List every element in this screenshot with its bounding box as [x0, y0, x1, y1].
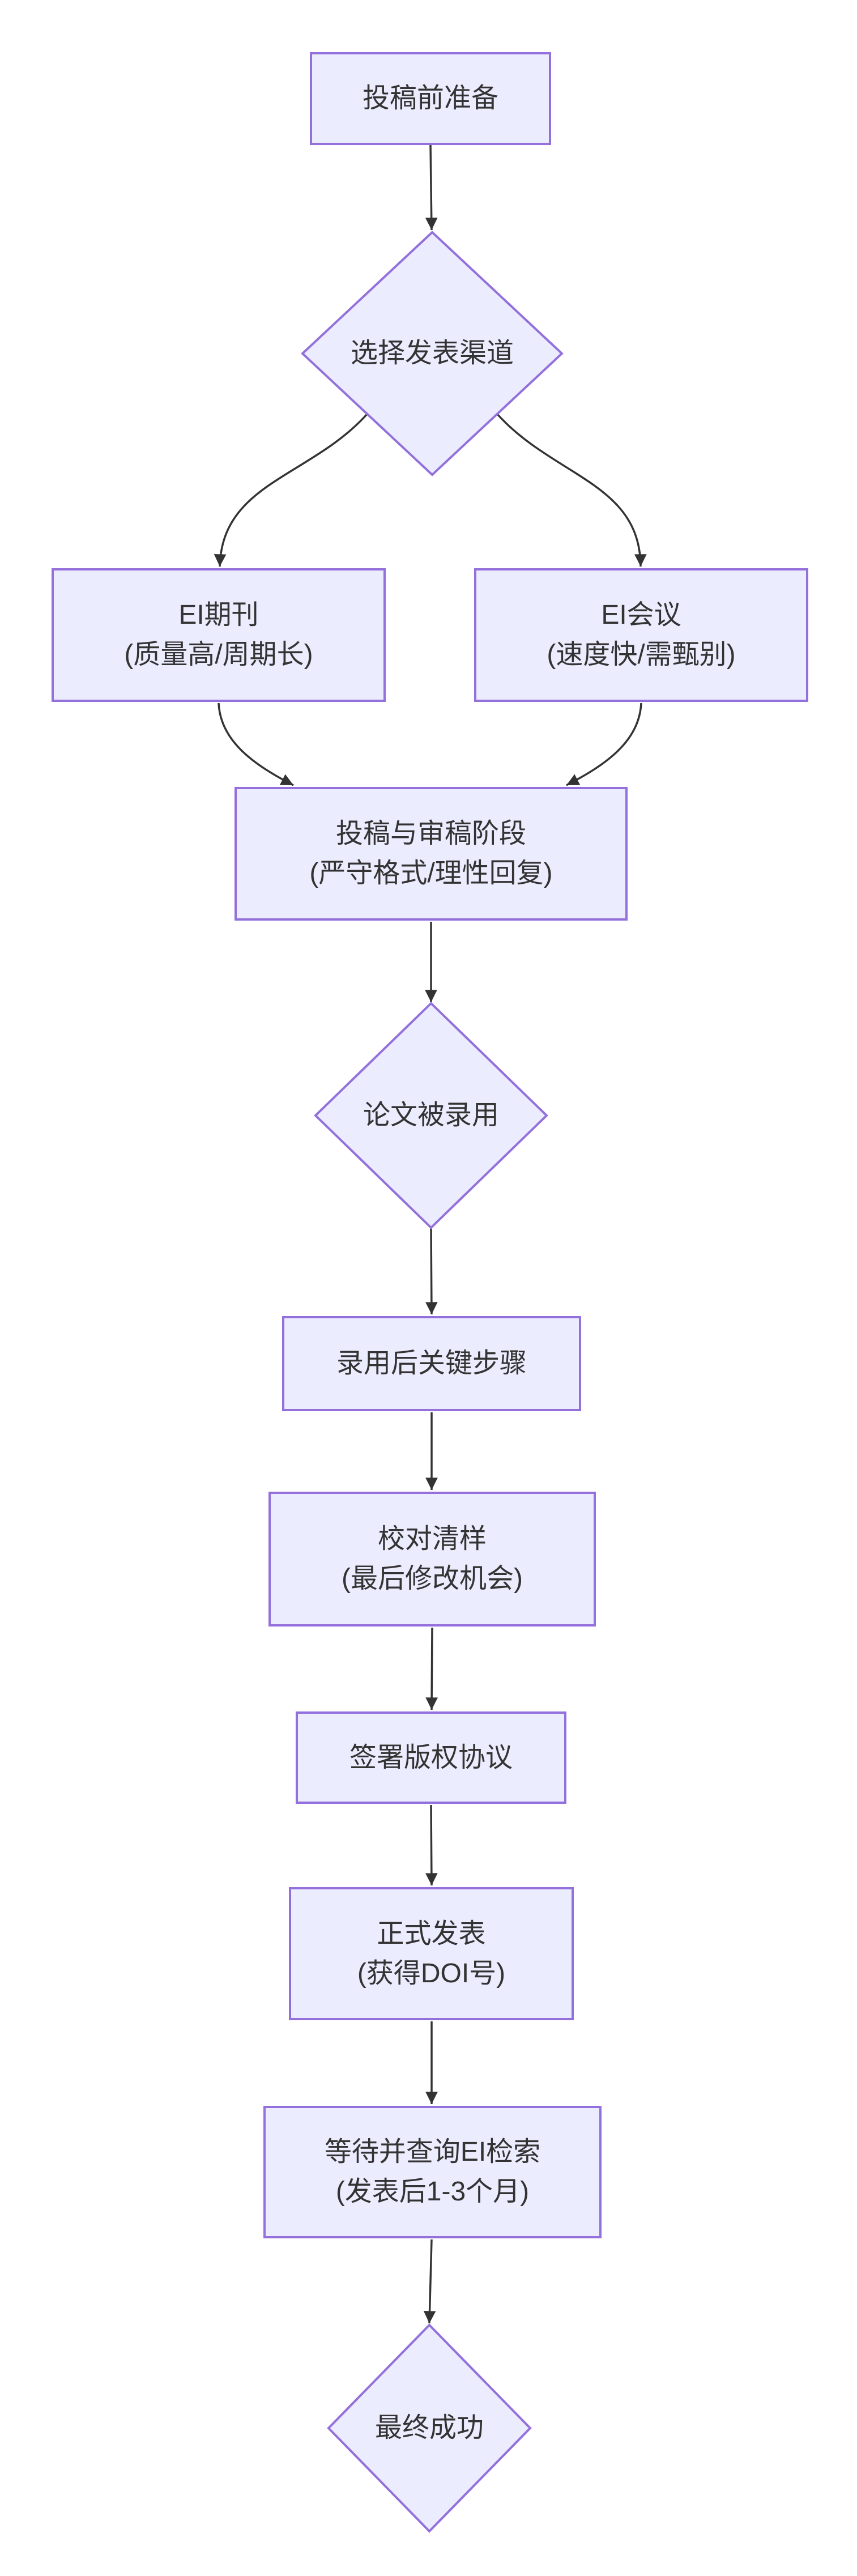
- node-journal: EI期刊 (质量高/周期长): [52, 568, 386, 702]
- node-accepted-label: 论文被录用: [363, 1100, 499, 1131]
- node-journal-label-line1: EI期刊: [178, 600, 259, 631]
- edge-copyright-to-publish: [425, 1804, 438, 1886]
- edge-conference-to-submission: [566, 702, 642, 786]
- edge-prep-to-channel: [425, 144, 438, 231]
- node-indexing: 等待并查询EI检索 (发表后1-3个月): [263, 2106, 602, 2238]
- node-channel-shape: [301, 231, 564, 476]
- node-channel-label: 选择发表渠道: [350, 338, 514, 369]
- edge-channel-to-conference: [496, 413, 647, 567]
- edge-accepted-to-poststeps: [425, 1227, 438, 1315]
- node-publish-label-line1: 正式发表: [377, 1918, 486, 1949]
- node-conference-label-line1: EI会议: [601, 600, 681, 631]
- node-proof: 校对清样 (最后修改机会): [268, 1492, 596, 1627]
- edge-indexing-to-success: [423, 2239, 436, 2324]
- node-journal-label-line2: (质量高/周期长): [124, 640, 313, 670]
- node-poststeps-label: 录用后关键步骤: [336, 1348, 527, 1379]
- node-conference-label-line2: (速度快/需甄别): [547, 640, 736, 670]
- node-success-shape: [327, 2323, 532, 2533]
- node-copyright: 签署版权协议: [296, 1711, 566, 1804]
- node-proof-label-line1: 校对清样: [377, 1524, 487, 1555]
- node-publish-label-line2: (获得DOI号): [357, 1958, 506, 1989]
- node-success-label: 最终成功: [374, 2413, 484, 2443]
- node-indexing-label-line1: 等待并查询EI检索: [324, 2137, 541, 2168]
- edge-journal-to-submission: [218, 702, 294, 786]
- node-conference: EI会议 (速度快/需甄别): [474, 568, 808, 702]
- node-prep: 投稿前准备: [310, 52, 551, 145]
- edge-channel-to-journal: [214, 413, 368, 567]
- node-accepted-shape: [314, 1002, 548, 1229]
- node-copyright-label: 签署版权协议: [349, 1742, 513, 1773]
- node-proof-label-line2: (最后修改机会): [342, 1564, 523, 1594]
- node-indexing-label-line2: (发表后1-3个月): [335, 2177, 530, 2207]
- node-submission-label-line2: (严守格式/理性回复): [309, 858, 553, 888]
- node-publish: 正式发表 (获得DOI号): [289, 1887, 574, 2020]
- node-poststeps: 录用后关键步骤: [282, 1316, 581, 1411]
- node-submission: 投稿与审稿阶段 (严守格式/理性回复): [234, 787, 628, 921]
- node-submission-label-line1: 投稿与审稿阶段: [335, 819, 526, 849]
- node-prep-label: 投稿前准备: [362, 83, 498, 114]
